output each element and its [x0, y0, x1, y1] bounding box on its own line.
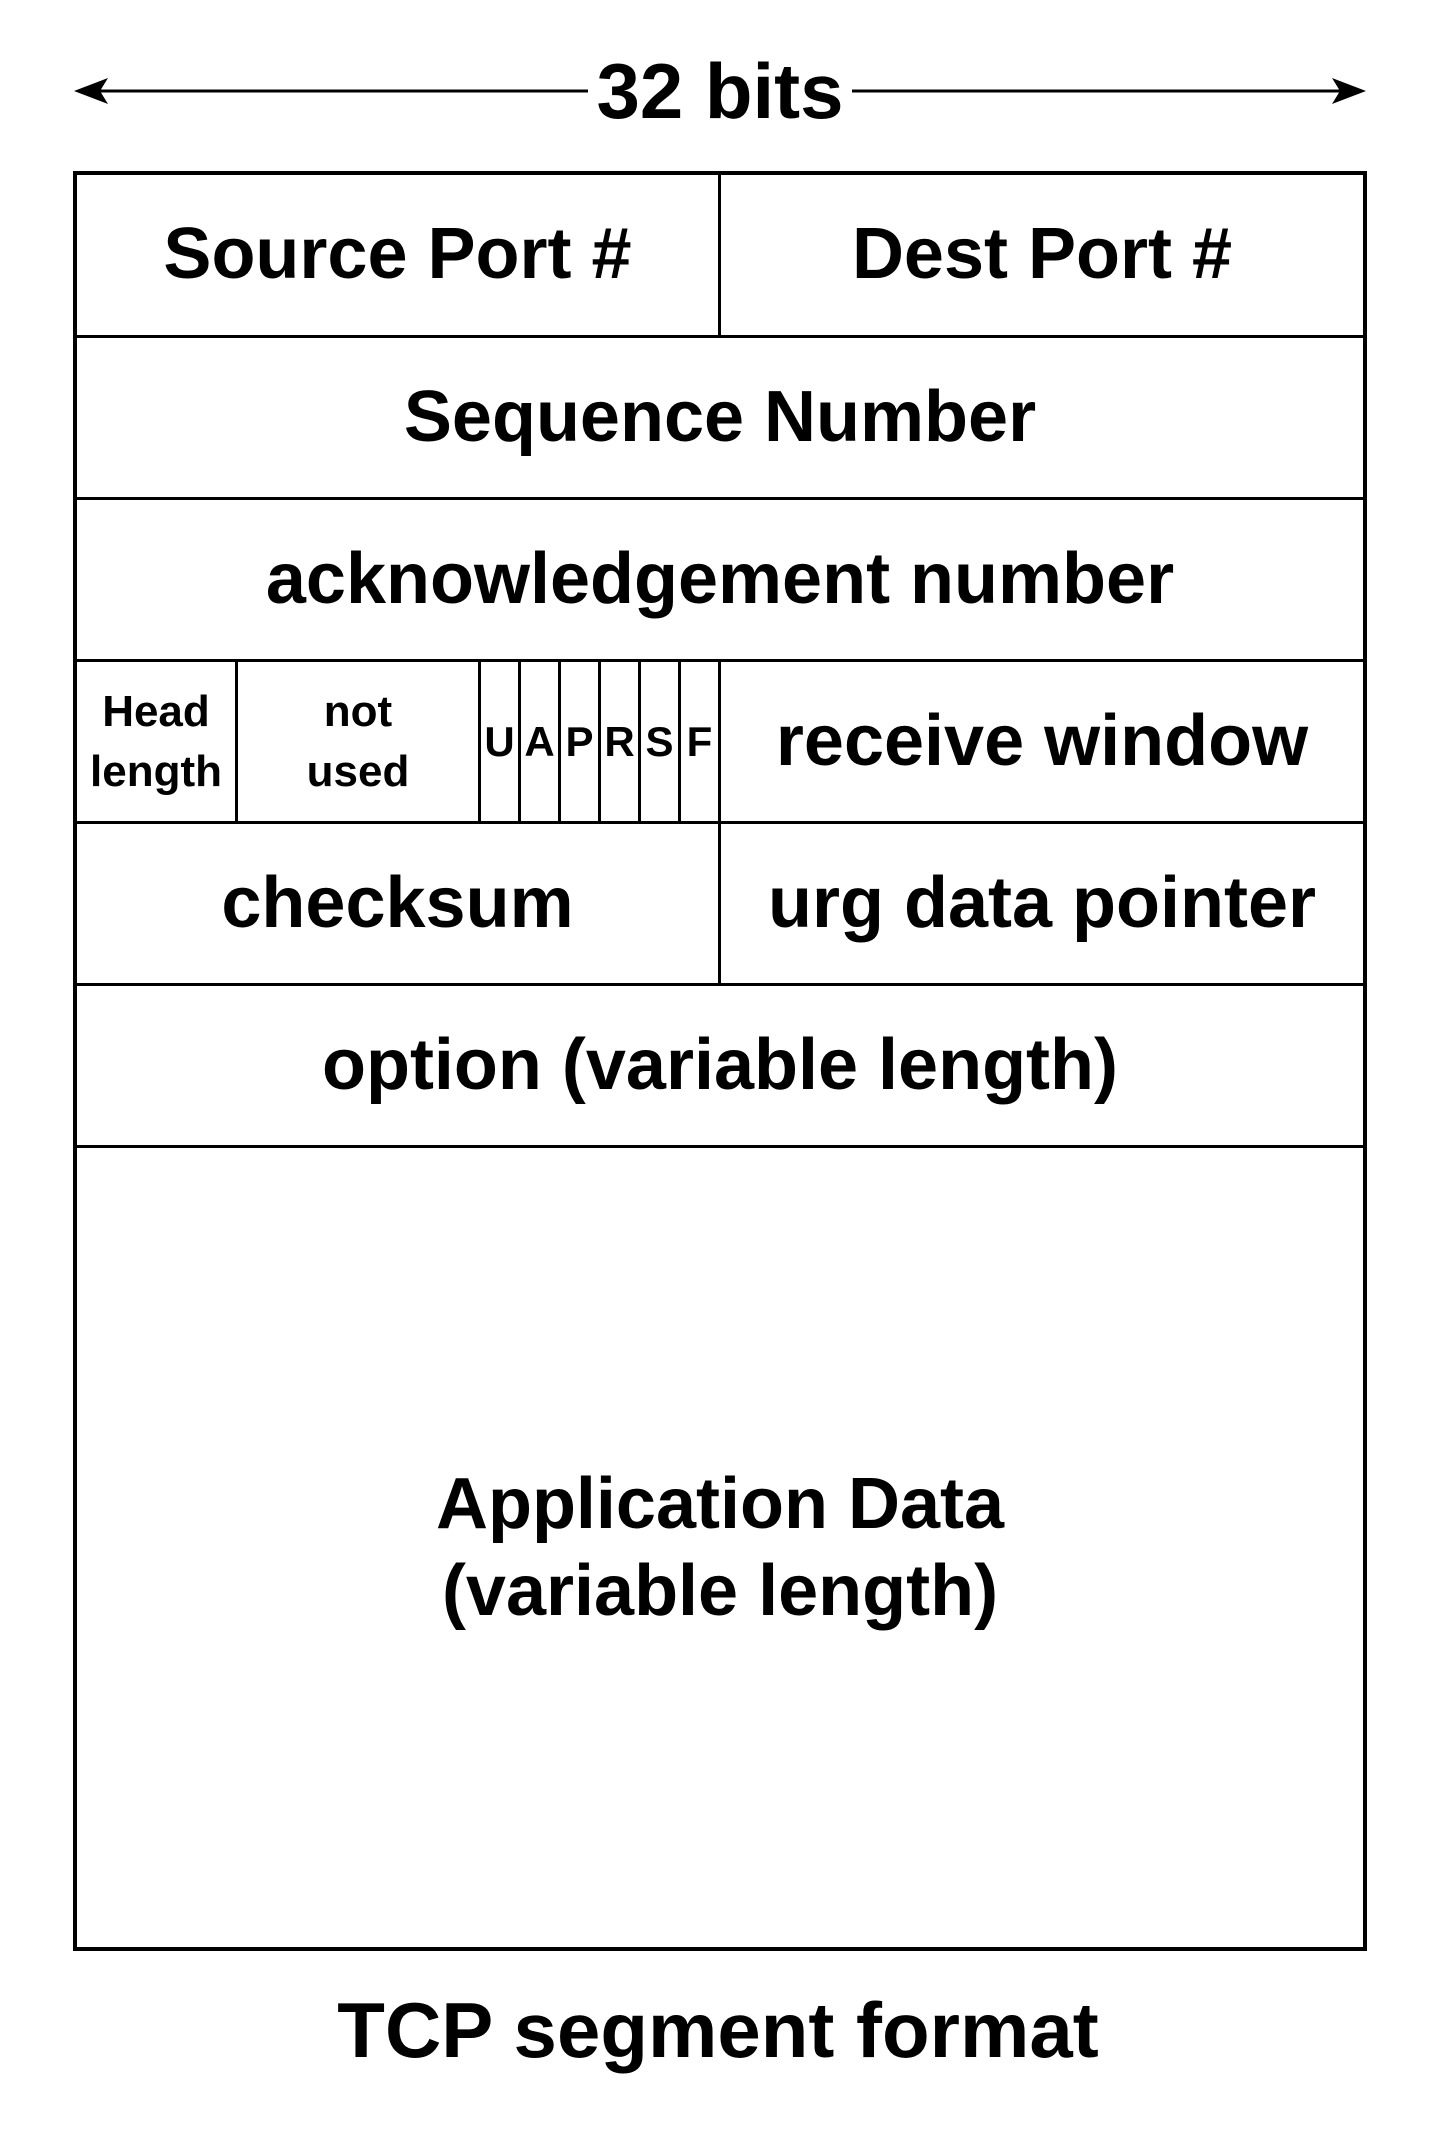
- flag-urg: U: [481, 662, 521, 821]
- bit-width-indicator: 32 bits: [70, 47, 1370, 135]
- urg-pointer-field: urg data pointer: [721, 824, 1363, 983]
- application-data-field: Application Data (variable length): [77, 1148, 1363, 1947]
- receive-window-field: receive window: [721, 662, 1363, 821]
- urg-pointer-label: urg data pointer: [767, 862, 1316, 943]
- dest-port-label: Dest Port #: [851, 214, 1233, 295]
- checksum-row: checksum urg data pointer: [77, 824, 1363, 986]
- flag-ack-label: A: [524, 717, 555, 765]
- source-port-field: Source Port #: [77, 175, 721, 335]
- figure-caption: TCP segment format: [337, 1986, 1099, 2074]
- head-length-field: Head length: [77, 662, 238, 821]
- ack-number-field: acknowledgement number: [77, 500, 1363, 659]
- flag-ack: A: [521, 662, 561, 821]
- application-data-label-line2: (variable length): [441, 1550, 999, 1631]
- ack-row: acknowledgement number: [77, 500, 1363, 662]
- tcp-segment-table: Source Port # Dest Port # Sequence Numbe…: [73, 171, 1367, 1951]
- flag-rst-label: R: [604, 717, 635, 765]
- options-field: option (variable length): [77, 986, 1363, 1145]
- flag-syn-label: S: [645, 717, 674, 765]
- not-used-field: not used: [238, 662, 481, 821]
- flags-row: Head length not used U A P R S F: [77, 662, 1363, 824]
- flag-fin: F: [681, 662, 721, 821]
- flag-fin-label: F: [686, 717, 713, 765]
- sequence-number-field: Sequence Number: [77, 338, 1363, 497]
- dest-port-field: Dest Port #: [721, 175, 1363, 335]
- sequence-row: Sequence Number: [77, 338, 1363, 500]
- flag-psh: P: [561, 662, 601, 821]
- checksum-field: checksum: [77, 824, 721, 983]
- data-row: Application Data (variable length): [77, 1148, 1363, 1947]
- receive-window-label: receive window: [775, 700, 1309, 781]
- flag-rst: R: [601, 662, 641, 821]
- checksum-label: checksum: [221, 862, 574, 943]
- options-label: option (variable length): [321, 1024, 1118, 1105]
- flag-urg-label: U: [484, 717, 515, 765]
- source-port-label: Source Port #: [163, 214, 632, 295]
- ack-number-label: acknowledgement number: [265, 538, 1175, 619]
- width-label: 32 bits: [588, 47, 852, 135]
- sequence-number-label: Sequence Number: [403, 376, 1037, 457]
- not-used-label-line1: not: [323, 687, 393, 737]
- not-used-label-line2: used: [306, 746, 410, 796]
- options-row: option (variable length): [77, 986, 1363, 1148]
- application-data-label-line1: Application Data: [435, 1464, 1005, 1545]
- flag-psh-label: P: [565, 717, 594, 765]
- flag-syn: S: [641, 662, 681, 821]
- head-length-label-line2: length: [90, 746, 222, 796]
- ports-row: Source Port # Dest Port #: [77, 175, 1363, 338]
- head-length-label-line1: Head: [102, 687, 210, 737]
